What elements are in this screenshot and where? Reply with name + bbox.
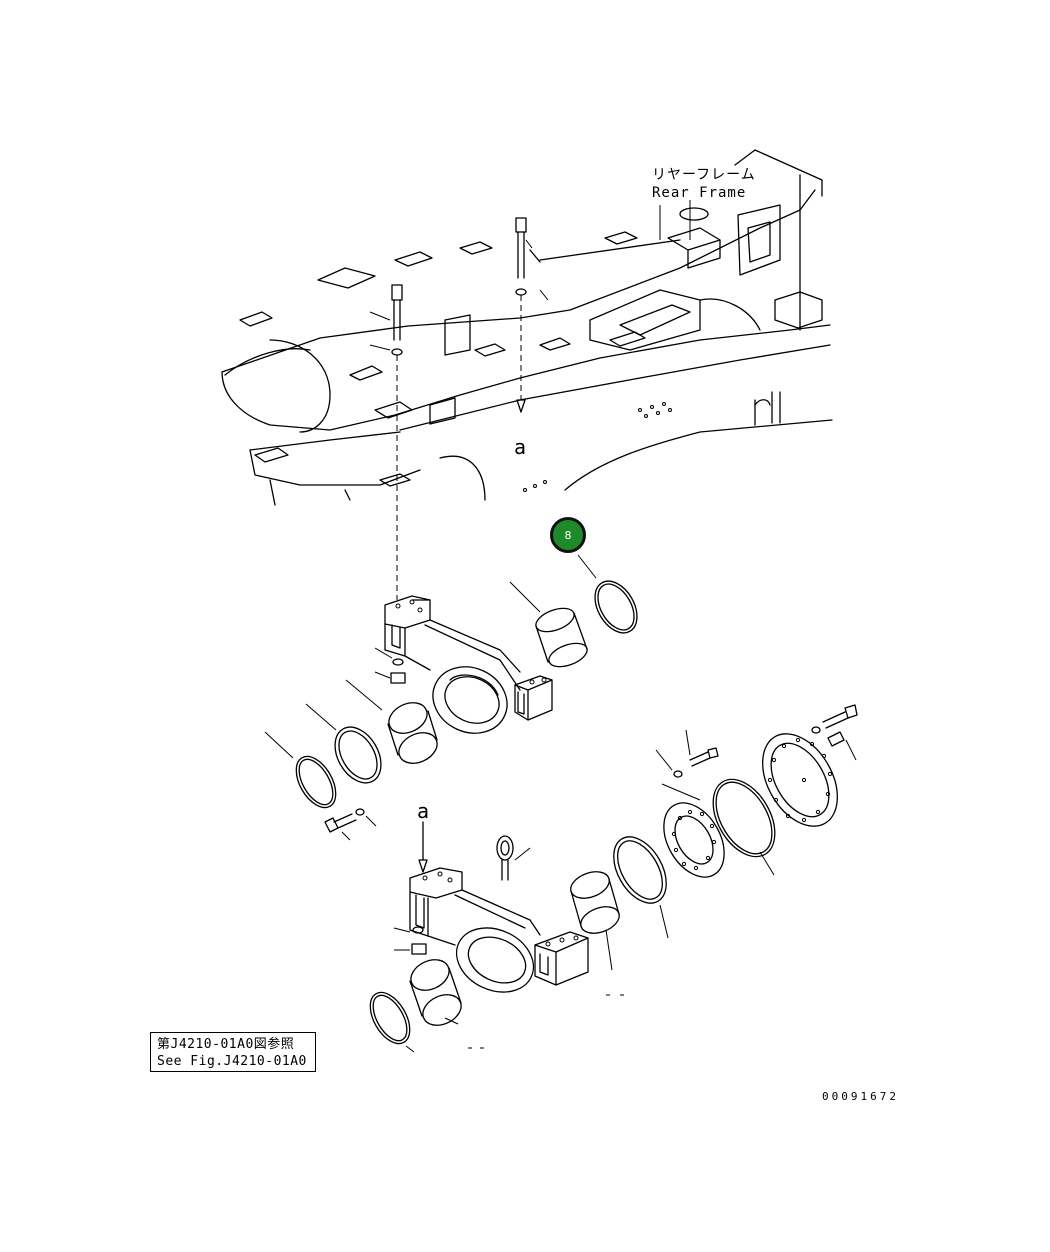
callout-number: 8	[564, 528, 572, 542]
reference-jp: 第J4210-01A0図参照	[157, 1037, 295, 1052]
rear-frame-label-jp: リヤーフレーム	[652, 167, 756, 183]
rear-frame-label: リヤーフレーム Rear Frame	[652, 166, 756, 202]
o-ring-8[interactable]	[577, 554, 646, 640]
reference-en: See Fig.J4210-01A0	[157, 1054, 307, 1069]
frame-bolts	[369, 217, 549, 356]
upper-left-parts	[264, 679, 438, 841]
rear-frame	[221, 149, 833, 506]
lower-right-parts	[570, 704, 858, 996]
marker-a-upper: a	[514, 435, 526, 459]
marker-a-lower: a	[417, 799, 429, 823]
upper-axle-support	[374, 595, 553, 734]
lower-axle-support	[393, 835, 589, 993]
lower-left-parts	[369, 959, 484, 1053]
arrow-a-upper	[516, 399, 526, 413]
drawing-number: 00091672	[822, 1090, 899, 1103]
rear-frame-label-en: Rear Frame	[652, 185, 747, 201]
reference-box: 第J4210-01A0図参照 See Fig.J4210-01A0	[150, 1032, 316, 1072]
upper-bushing	[509, 581, 588, 668]
callout-8[interactable]: 8	[550, 517, 586, 553]
